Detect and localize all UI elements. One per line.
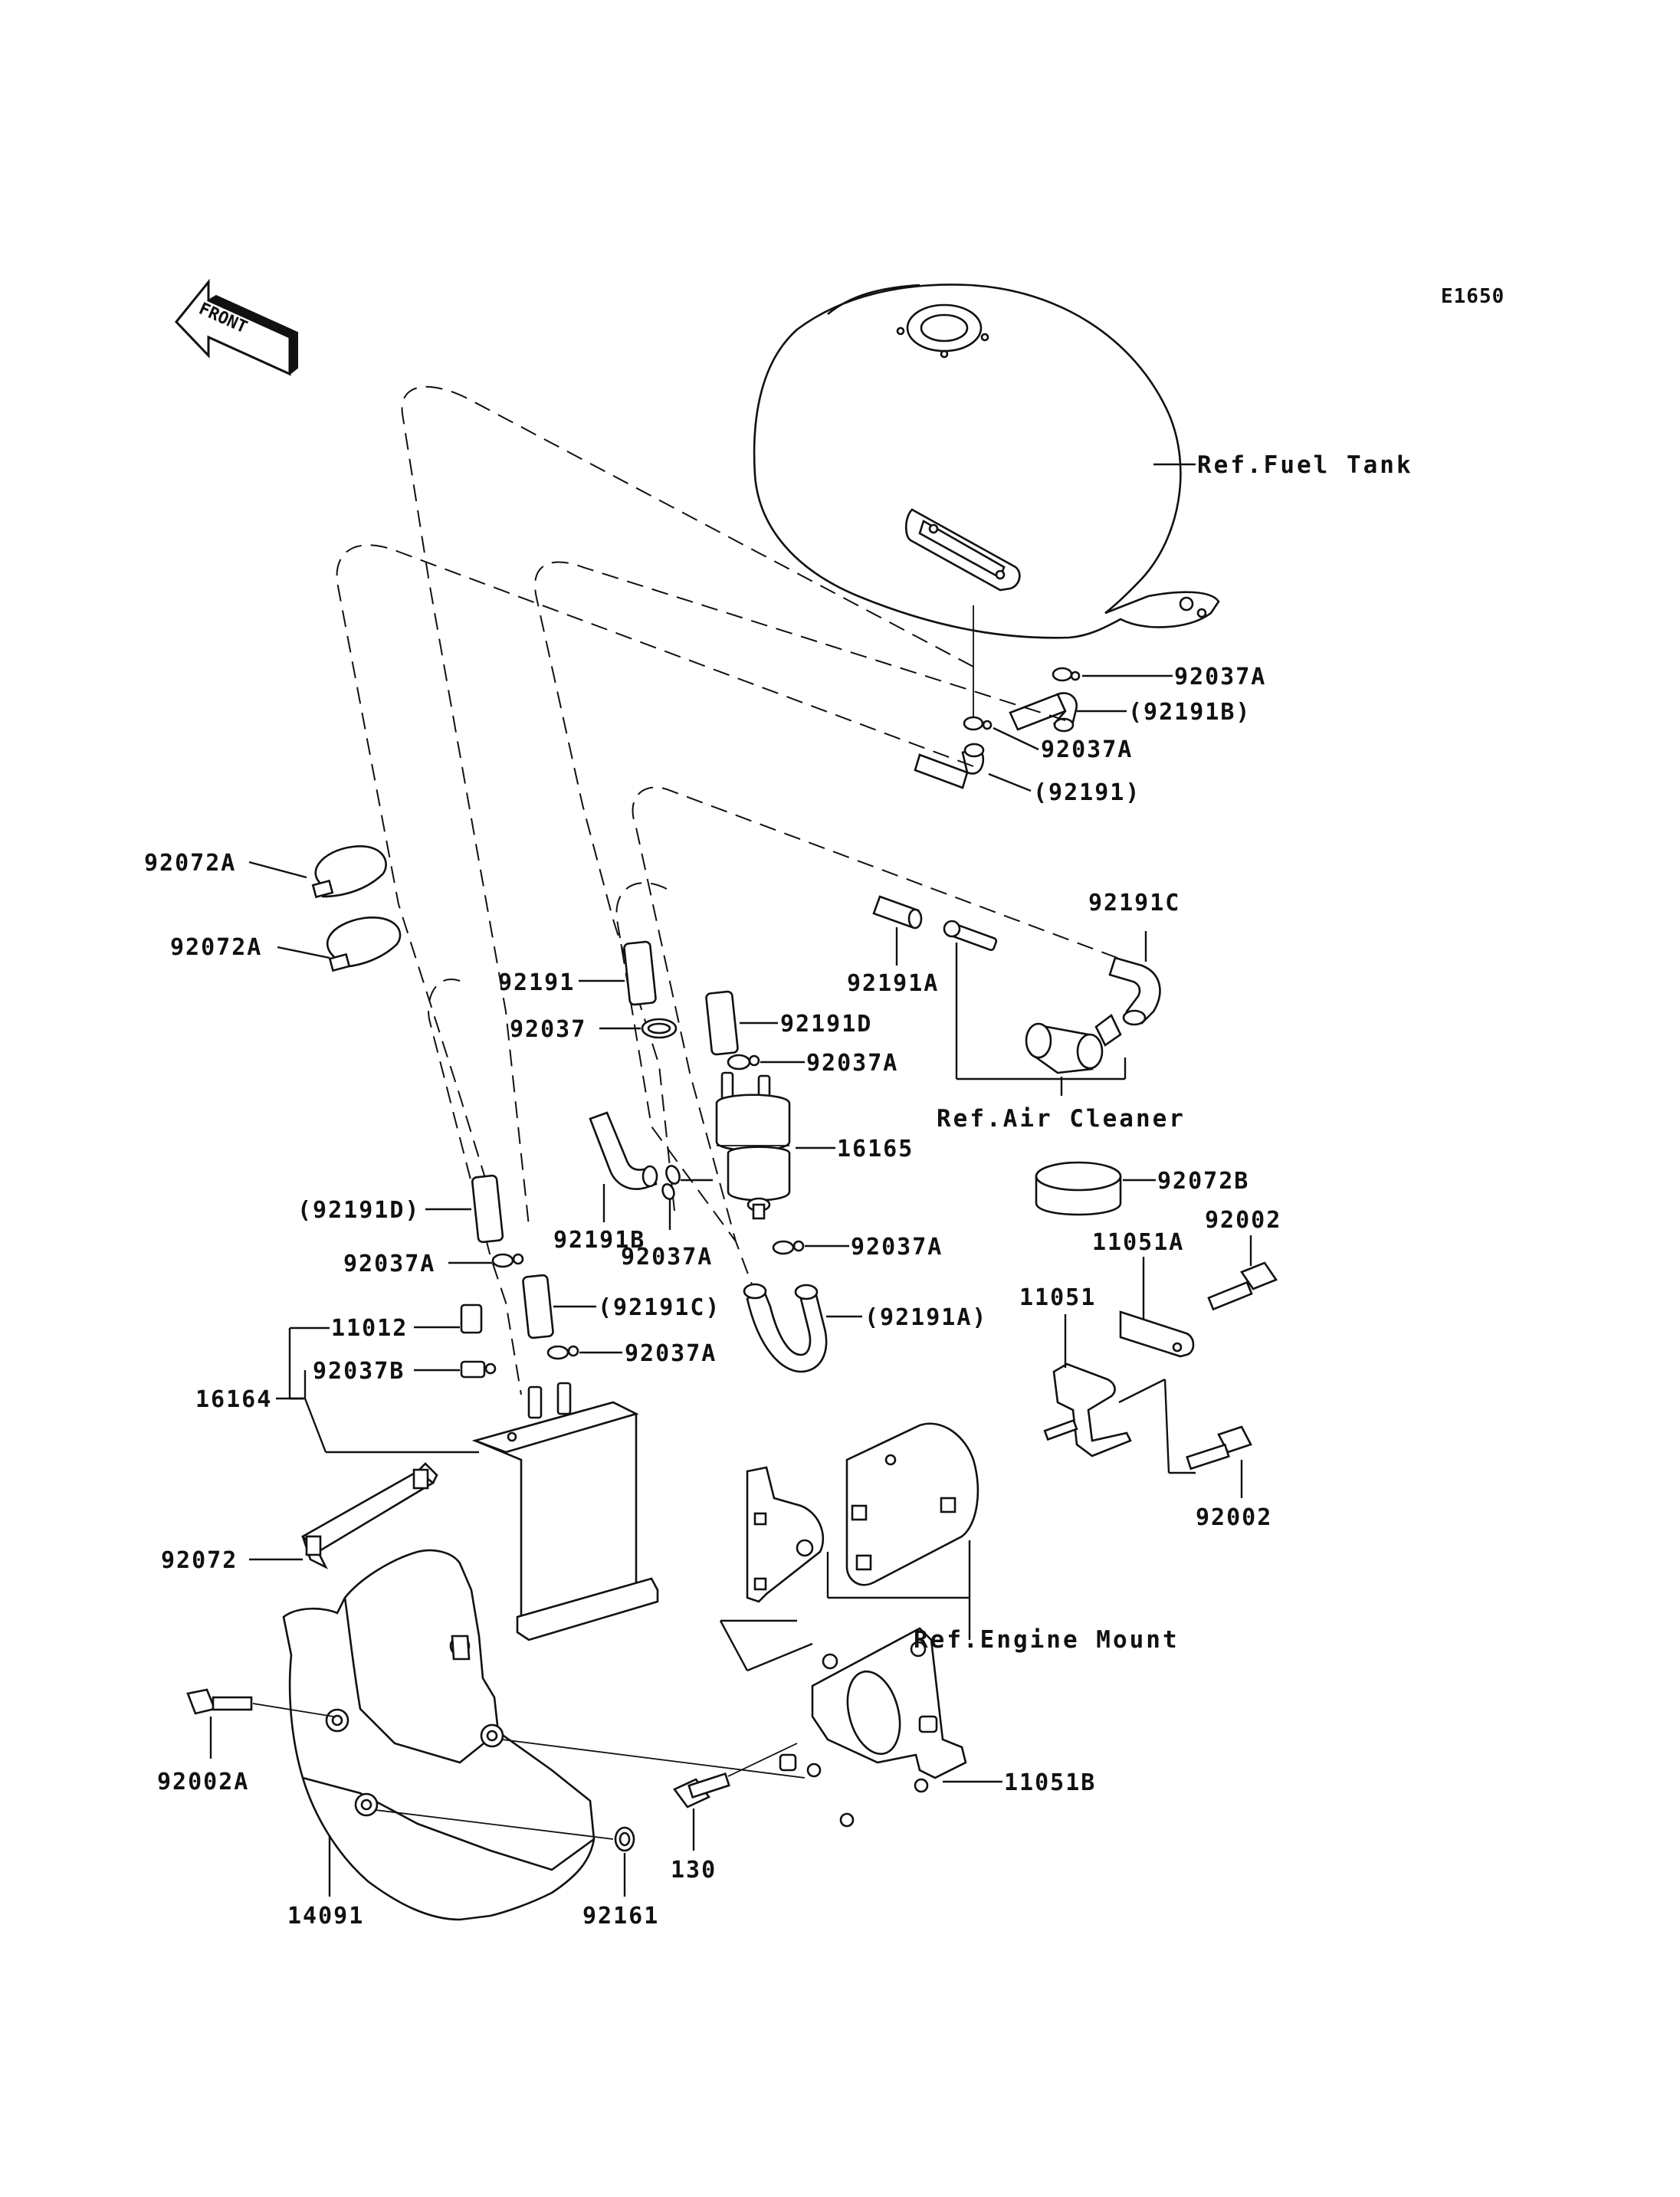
- part-label-92037A-4: 92037A: [621, 1244, 713, 1271]
- bolt-92002-top-icon: [1207, 1261, 1278, 1311]
- ref-engine-mount-label: Ref.Engine Mount: [914, 1626, 1180, 1654]
- part-label-92191D: 92191D: [780, 1011, 872, 1038]
- canister-16164-drawing: [471, 1382, 659, 1641]
- band-92072B-drawing: [1035, 1161, 1122, 1216]
- part-label-92191B-paren: (92191B): [1128, 699, 1252, 726]
- part-label-92037A-3: 92037A: [806, 1050, 898, 1077]
- part-label-92191: 92191: [498, 969, 575, 996]
- part-label-130: 130: [671, 1857, 717, 1884]
- clamp-92037A-5-icon: [772, 1240, 805, 1255]
- clamp-92037A-7-icon: [546, 1345, 579, 1360]
- part-label-14091: 14091: [287, 1903, 364, 1930]
- cap-11012-icon: [460, 1303, 483, 1334]
- part-label-92191C-paren: (92191C): [598, 1294, 721, 1321]
- routing-lines: [336, 385, 1118, 1395]
- part-label-92191-paren: (92191): [1033, 779, 1140, 806]
- part-label-92191D-paren: (92191D): [297, 1197, 421, 1224]
- clamp-92072A-2-icon: [326, 916, 402, 972]
- hose-92191A-drawing: [872, 895, 923, 930]
- air-cleaner-fitting-drawing: [943, 920, 1122, 1074]
- hose-92191C-paren-drawing: [522, 1274, 554, 1340]
- part-label-11051A: 11051A: [1092, 1229, 1184, 1256]
- part-label-92037A-5: 92037A: [851, 1234, 943, 1261]
- clamp-92037B-icon: [460, 1360, 497, 1379]
- clamp-92037A-4-icon: [661, 1165, 681, 1200]
- clamp-92072A-1-icon: [311, 845, 387, 899]
- hose-92191A-u-drawing: [743, 1283, 828, 1373]
- part-label-11051B: 11051B: [1004, 1769, 1096, 1796]
- clamp-92037A-2-icon: [963, 716, 993, 731]
- engine-mount-bracket-drawing: [746, 1422, 979, 1828]
- part-label-92037A-1: 92037A: [1174, 664, 1266, 690]
- part-label-92037A-6: 92037A: [343, 1251, 435, 1277]
- bracket-11051-drawing: [1043, 1362, 1132, 1458]
- part-label-92072B: 92072B: [1157, 1168, 1249, 1195]
- hose-92191D-drawing: [705, 990, 739, 1056]
- part-label-92037B: 92037B: [313, 1358, 405, 1385]
- clamp-92037A-1-icon: [1052, 667, 1081, 682]
- part-label-11012: 11012: [331, 1315, 408, 1342]
- part-label-16165: 16165: [837, 1136, 914, 1162]
- part-label-92037: 92037: [510, 1016, 586, 1043]
- bolt-92002-bottom-icon: [1186, 1425, 1252, 1471]
- bolt-92002A-icon: [186, 1688, 253, 1715]
- part-label-92037A-7: 92037A: [625, 1340, 717, 1367]
- fuel-filter-16165-drawing: [715, 1071, 791, 1220]
- bolt-130-icon: [673, 1772, 730, 1808]
- strap-92072-drawing: [300, 1462, 438, 1569]
- hose-92191D-paren-drawing: [471, 1174, 504, 1244]
- figure-code: E1650: [1441, 285, 1504, 308]
- part-label-92191A-paren: (92191A): [865, 1304, 988, 1331]
- hose-92191B-drawing: [1009, 692, 1078, 733]
- hose-92191-drawing: [914, 743, 985, 789]
- hose-92191-straight-drawing: [623, 940, 657, 1006]
- clamp-92037A-6-icon: [491, 1253, 524, 1268]
- hose-92191C-drawing: [1108, 956, 1161, 1026]
- hose-92191B-bent-drawing: [589, 1111, 658, 1190]
- part-label-92191A: 92191A: [847, 970, 939, 997]
- ref-air-cleaner-label: Ref.Air Cleaner: [937, 1105, 1186, 1133]
- bracket-11051A-drawing: [1119, 1310, 1195, 1358]
- part-label-92072A-2: 92072A: [170, 934, 262, 961]
- part-label-11051: 11051: [1019, 1284, 1096, 1311]
- part-label-92161: 92161: [582, 1903, 659, 1930]
- part-label-92072A-1: 92072A: [144, 850, 236, 877]
- part-label-92002A: 92002A: [157, 1769, 249, 1795]
- part-label-92037A-2: 92037A: [1041, 736, 1133, 763]
- fuel-tank-drawing: [753, 284, 1220, 639]
- clamp-92037A-3-icon: [727, 1054, 760, 1071]
- part-label-92072: 92072: [161, 1547, 238, 1574]
- part-label-92191C: 92191C: [1088, 890, 1180, 917]
- part-label-92002-top: 92002: [1205, 1207, 1281, 1234]
- part-label-92191B: 92191B: [553, 1227, 645, 1254]
- grommet-92161-icon: [614, 1826, 635, 1852]
- part-label-92002-bottom: 92002: [1196, 1504, 1272, 1531]
- part-label-16164: 16164: [195, 1386, 272, 1413]
- clamp-92037-icon: [641, 1018, 678, 1039]
- ref-fuel-tank-label: Ref.Fuel Tank: [1197, 451, 1413, 479]
- front-arrow-icon: FRONT: [175, 278, 298, 376]
